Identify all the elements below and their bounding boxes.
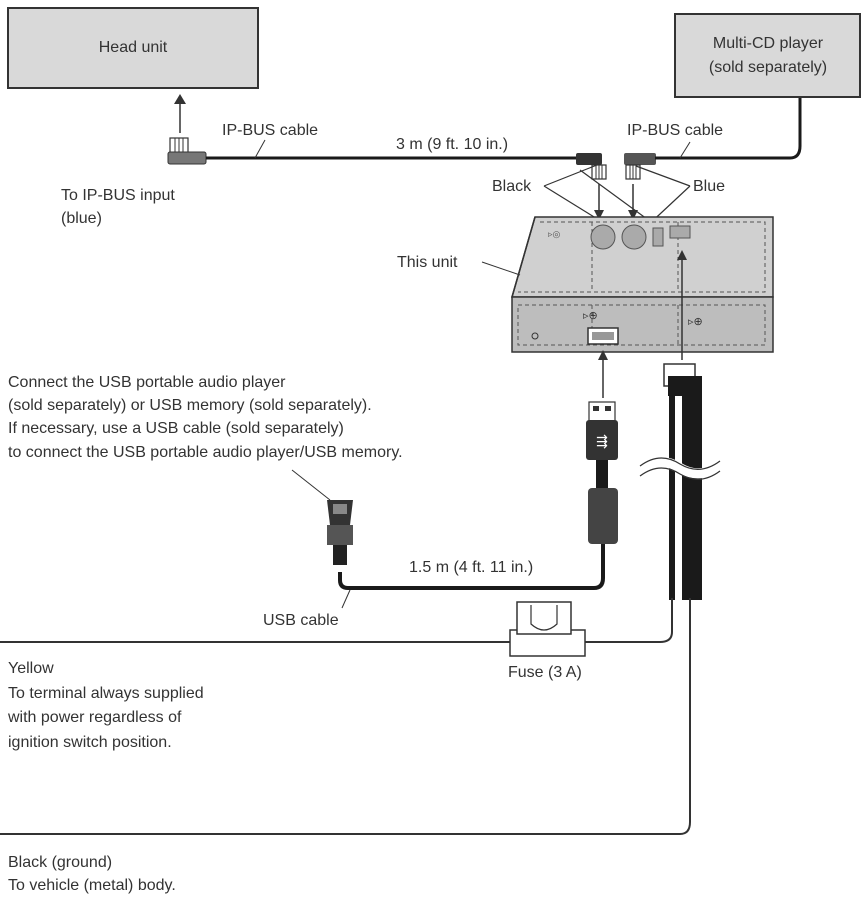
multi-cd-label-1: Multi-CD player: [713, 35, 824, 52]
ipbus-plug-left: [167, 137, 207, 165]
black-plug: [576, 153, 607, 180]
ground-label-2: To vehicle (metal) body.: [8, 877, 176, 894]
blue-label: Blue: [693, 178, 725, 195]
usb-length-label: 1.5 m (4 ft. 11 in.): [409, 559, 533, 576]
usb-receptacle-end: [327, 500, 353, 565]
usb-cable-leader: [341, 589, 351, 609]
multi-cd-box: [674, 13, 861, 98]
ground-label-1: Black (ground): [8, 854, 112, 871]
power-harness: [637, 363, 723, 600]
usb-cable: [338, 544, 605, 590]
usb-note-line-2: (sold separately) or USB memory (sold se…: [8, 397, 372, 414]
ipbus-right-leader: [679, 141, 691, 159]
up-arrow-icon: [174, 94, 186, 133]
yellow-desc-line-1: To terminal always supplied: [8, 685, 204, 702]
black-label: Black: [492, 178, 532, 195]
svg-text:⇶: ⇶: [596, 434, 608, 450]
usb-note-line-3: If necessary, use a USB cable (sold sepa…: [8, 420, 344, 437]
yellow-desc-line-3: ignition switch position.: [8, 734, 172, 751]
fuse-icon: [509, 601, 586, 657]
this-unit-leader: [481, 261, 521, 276]
ipbus-cable-right-label: IP-BUS cable: [627, 122, 723, 139]
ipbus-cable-left-label: IP-BUS cable: [222, 122, 318, 139]
this-unit-label: This unit: [397, 254, 458, 271]
multi-cd-label-2: (sold separately): [709, 59, 827, 76]
power-insert-arrow: [677, 250, 687, 360]
head-unit-label: Head unit: [99, 39, 168, 56]
ipbus-length-label: 3 m (9 ft. 10 in.): [396, 136, 508, 153]
svg-text:▹◎: ▹◎: [548, 229, 561, 239]
usb-note-line-1: Connect the USB portable audio player: [8, 374, 286, 391]
usb-cable-label: USB cable: [263, 612, 339, 629]
usb-note-line-4: to connect the USB portable audio player…: [8, 444, 403, 461]
yellow-label: Yellow: [8, 660, 54, 677]
ipbus-input-label-2: (blue): [61, 210, 102, 227]
this-unit: ▹◎ ▹⊕ ▹⊕: [511, 216, 774, 353]
yellow-wire: [0, 598, 673, 643]
usb-note-leader: [291, 469, 331, 501]
insert-arrows: [594, 184, 638, 220]
ground-wire: [0, 598, 691, 835]
usb-insert-arrow: [598, 350, 608, 398]
fuse-label: Fuse (3 A): [508, 664, 582, 681]
svg-text:▹⊕: ▹⊕: [583, 310, 598, 322]
svg-text:▹⊕: ▹⊕: [688, 316, 703, 328]
usb-plug: ⇶: [586, 401, 618, 544]
yellow-desc-line-2: with power regardless of: [7, 709, 182, 726]
ipbus-left-leader: [254, 139, 266, 159]
blue-plug: [624, 153, 656, 180]
ipbus-cable-right: [655, 98, 802, 160]
head-unit-box: [7, 7, 259, 89]
ipbus-input-label-1: To IP-BUS input: [61, 187, 175, 204]
